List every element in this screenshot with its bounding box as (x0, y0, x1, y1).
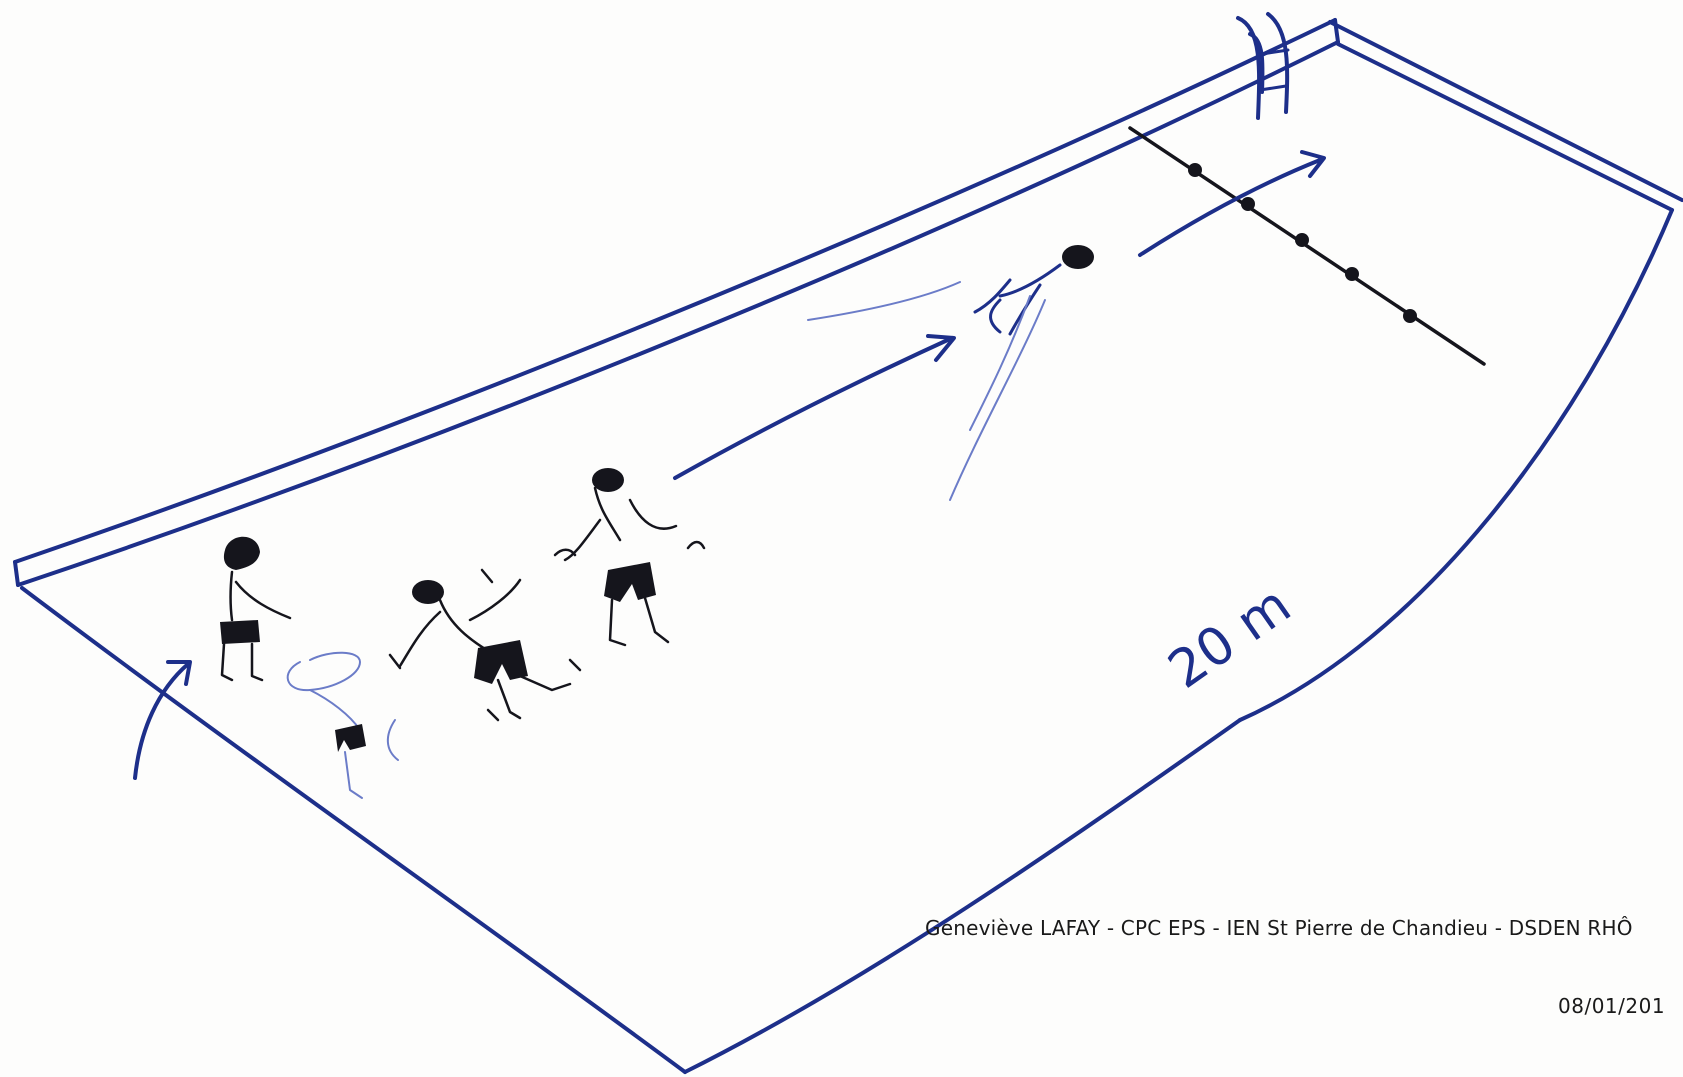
length-label: 20 m (1158, 575, 1302, 701)
pool-near-edge-outer (15, 20, 1335, 562)
star-float-swimmer-figure (390, 570, 580, 720)
diving-swimmer-figure (288, 653, 398, 798)
walking-swimmer-figure (555, 468, 704, 645)
pool (15, 20, 1682, 1072)
arrow-to-glide-icon (675, 336, 954, 478)
pool-bottom-side (685, 720, 1240, 1072)
seated-swimmer-figure (220, 537, 290, 680)
pool-coping-left-end (15, 562, 18, 585)
pool-left-wall (22, 588, 685, 1072)
gliding-swimmer-figure (808, 245, 1094, 500)
pool-far-end-coping (1330, 22, 1682, 210)
pool-right-wall (1240, 210, 1672, 720)
credit-text: Geneviève LAFAY - CPC EPS - IEN St Pierr… (925, 916, 1633, 940)
pool-ladder-icon (1238, 14, 1288, 118)
date-text: 08/01/201 (1558, 994, 1665, 1018)
